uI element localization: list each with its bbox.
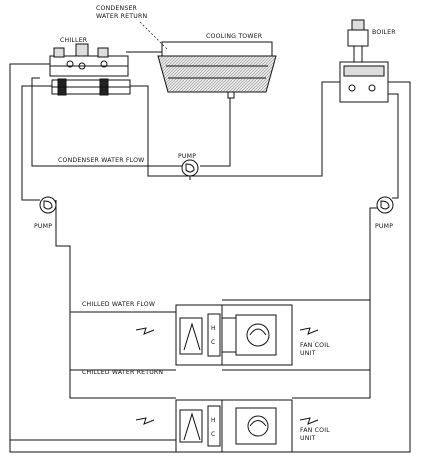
coil-label-c-lower: C bbox=[211, 431, 215, 438]
label-chilled-water-return: CHILLED WATER RETURN bbox=[82, 369, 163, 376]
chiller-unit bbox=[49, 43, 131, 96]
airflow-arrows bbox=[135, 327, 319, 425]
label-fan-coil-1-line1: FAN COIL bbox=[300, 342, 330, 349]
label-pump-right: PUMP bbox=[375, 223, 393, 230]
label-fan-coil-1-line2: UNIT bbox=[300, 350, 316, 357]
label-cooling-tower: COOLING TOWER bbox=[206, 33, 263, 40]
pump-right bbox=[376, 196, 394, 214]
pump-left bbox=[39, 196, 57, 214]
label-leaders bbox=[139, 21, 169, 51]
pump-condenser bbox=[181, 159, 199, 180]
label-condenser-return-1: CONDENSER bbox=[96, 5, 138, 12]
label-chiller: CHILLER bbox=[60, 37, 88, 44]
label-condenser-return-2: WATER RETURN bbox=[96, 13, 148, 20]
piping-network bbox=[9, 51, 411, 453]
boiler-unit bbox=[339, 19, 389, 103]
label-boiler: BOILER bbox=[372, 29, 396, 36]
coil-label-c-upper: C bbox=[211, 339, 215, 346]
labels: CONDENSER WATER RETURN CHILLER COOLING T… bbox=[34, 5, 396, 442]
label-chilled-water-flow: CHILLED WATER FLOW bbox=[82, 301, 155, 308]
label-fan-coil-2-line2: UNIT bbox=[300, 435, 316, 442]
fan-coil-unit-lower bbox=[175, 399, 293, 453]
coil-label-h-upper: H bbox=[211, 325, 216, 332]
label-pump-condenser: PUMP bbox=[178, 153, 196, 160]
fan-coil-unit-upper bbox=[175, 304, 293, 366]
label-pump-left: PUMP bbox=[34, 223, 52, 230]
coil-label-h-lower: H bbox=[211, 417, 216, 424]
cooling-tower bbox=[157, 41, 277, 99]
label-condenser-water-flow: CONDENSER WATER FLOW bbox=[58, 157, 144, 164]
label-fan-coil-2-line1: FAN COIL bbox=[300, 427, 330, 434]
